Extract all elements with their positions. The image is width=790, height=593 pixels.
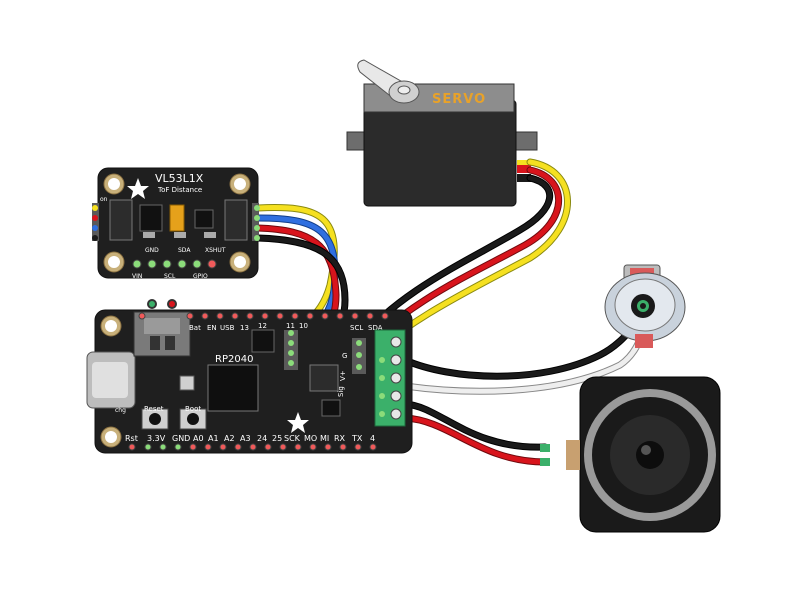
- tof-pin-label-xshut: XSHUT: [205, 247, 226, 254]
- svg-text:24: 24: [257, 434, 267, 443]
- svg-text:USB: USB: [220, 324, 235, 332]
- svg-text:4: 4: [370, 434, 375, 443]
- reset-label: Reset: [144, 405, 164, 413]
- servo-horn: [357, 59, 420, 104]
- svg-text:SCK: SCK: [284, 434, 301, 443]
- servo-motor: SERVO: [346, 59, 538, 207]
- svg-text:A0: A0: [193, 434, 204, 443]
- servo-label: SERVO: [432, 92, 486, 107]
- tof-pin-label-scl: SCL: [164, 273, 176, 280]
- svg-text:MO: MO: [304, 434, 317, 443]
- svg-text:MI: MI: [320, 434, 329, 443]
- svg-text:G: G: [342, 352, 347, 360]
- chg-label: chg: [115, 407, 126, 414]
- potentiometer: [604, 264, 686, 348]
- tof-pin-label-gnd: GND: [145, 247, 159, 254]
- feather-rp2040-board: RP2040 Reset Boot chg Bat EN USB 13 12 1…: [86, 299, 413, 454]
- feather-bottom-labels: Rst 3.3V GND A0 A1 A2 A3 24 25 SCK MO MI…: [125, 434, 375, 443]
- adafruit-logo-icon: [127, 178, 149, 199]
- svg-text:3.3V: 3.3V: [147, 434, 166, 443]
- svg-text:25: 25: [272, 434, 282, 443]
- feather-top-pins: [138, 312, 389, 320]
- svg-text:13: 13: [240, 324, 249, 332]
- servo-header-labels: G V+ Sig: [337, 352, 347, 397]
- svg-text:10: 10: [299, 322, 308, 330]
- svg-text:SDA: SDA: [368, 324, 383, 332]
- svg-text:A2: A2: [224, 434, 235, 443]
- svg-text:A3: A3: [240, 434, 251, 443]
- tof-pin-label-gpio: GPIO: [193, 273, 208, 280]
- tof-title: VL53L1X: [155, 172, 204, 185]
- svg-text:RX: RX: [334, 434, 346, 443]
- tof-on-label: on: [100, 196, 108, 203]
- tof-subtitle: ToF Distance: [157, 186, 202, 194]
- svg-text:12: 12: [258, 322, 267, 330]
- tof-pin-header: [132, 259, 217, 269]
- boot-button[interactable]: [179, 408, 207, 430]
- boot-label: Boot: [185, 405, 201, 413]
- feather-bottom-pins: [128, 443, 377, 451]
- feather-top-labels: Bat EN USB 13 12 11 10 SCL SDA: [189, 322, 383, 332]
- screw-terminal-block: [374, 329, 406, 427]
- reset-button[interactable]: [141, 408, 169, 430]
- chip-label: RP2040: [215, 354, 253, 365]
- wire-red-speaker: [401, 414, 549, 466]
- svg-text:V+: V+: [339, 370, 347, 381]
- speaker: [540, 376, 721, 533]
- tof-pin-label-sda: SDA: [178, 247, 191, 254]
- tof-pin-label-vin: VIN: [132, 273, 142, 280]
- svg-text:Rst: Rst: [125, 434, 138, 443]
- svg-text:11: 11: [286, 322, 295, 330]
- svg-text:Sig: Sig: [337, 386, 345, 397]
- svg-text:EN: EN: [207, 324, 217, 332]
- svg-text:GND: GND: [172, 434, 190, 443]
- svg-text:TX: TX: [351, 434, 363, 443]
- svg-text:A1: A1: [208, 434, 219, 443]
- adafruit-logo-icon: [287, 412, 309, 433]
- tof-sensor-board: VL53L1X ToF Distance on GND SDA XSHUT VI…: [92, 167, 260, 280]
- svg-text:Bat: Bat: [189, 324, 201, 332]
- rp2040-chip: [207, 364, 259, 412]
- wire-black-pot: [401, 316, 644, 380]
- svg-text:SCL: SCL: [350, 324, 363, 332]
